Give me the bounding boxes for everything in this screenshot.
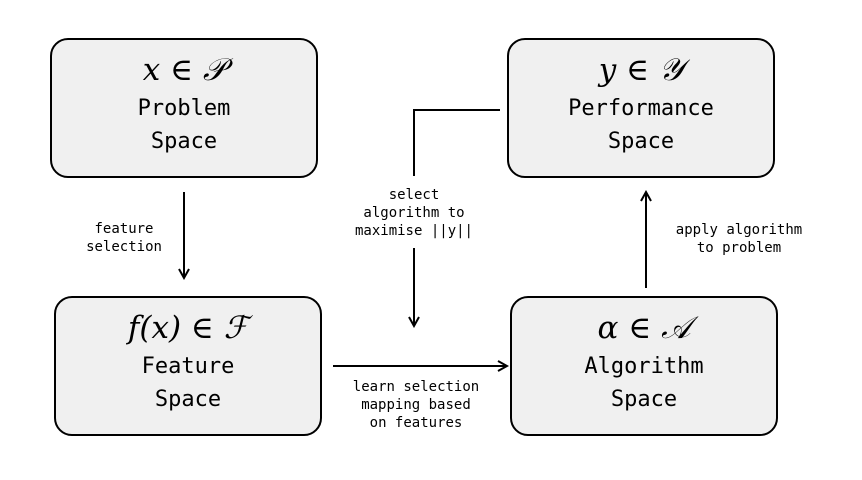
feature-space-label: Feature Space bbox=[141, 354, 235, 412]
feature-space-box: f(x) ∈ ℱ Feature Space bbox=[54, 296, 322, 436]
feature-selection-label: feature selection bbox=[86, 221, 162, 255]
algorithm-variable: α bbox=[597, 310, 619, 346]
feature-set-symbol: ℱ bbox=[223, 310, 249, 346]
learn-selection-label: learn selection mapping based on feature… bbox=[352, 379, 480, 431]
arrow-performance-to-selection-top bbox=[413, 109, 500, 176]
problem-set-symbol: 𝒫 bbox=[202, 52, 226, 88]
performance-set-symbol: 𝒴 bbox=[658, 52, 684, 88]
element-of-symbol: ∈ bbox=[170, 52, 194, 88]
performance-variable: y bbox=[598, 52, 617, 88]
element-of-symbol: ∈ bbox=[190, 310, 214, 346]
element-of-symbol: ∈ bbox=[628, 310, 652, 346]
algorithm-space-box: α ∈ 𝒜 Algorithm Space bbox=[510, 296, 778, 436]
performance-space-formula: y ∈ 𝒴 bbox=[509, 52, 773, 88]
performance-space-box: y ∈ 𝒴 Performance Space bbox=[507, 38, 775, 178]
algorithm-space-label: Algorithm Space bbox=[584, 354, 704, 412]
apply-algorithm-label: apply algorithm to problem bbox=[675, 222, 803, 256]
problem-space-label: Problem Space bbox=[137, 96, 231, 154]
algorithm-space-formula: α ∈ 𝒜 bbox=[512, 310, 776, 346]
algorithm-set-symbol: 𝒜 bbox=[661, 310, 691, 346]
element-of-symbol: ∈ bbox=[626, 52, 650, 88]
problem-space-box: x ∈ 𝒫 Problem Space bbox=[50, 38, 318, 178]
performance-space-label: Performance Space bbox=[568, 96, 714, 154]
problem-space-formula: x ∈ 𝒫 bbox=[52, 52, 316, 88]
feature-variable: f(x) bbox=[127, 310, 182, 346]
select-algorithm-label: select algorithm to maximise ||y|| bbox=[354, 187, 473, 239]
feature-space-formula: f(x) ∈ ℱ bbox=[56, 310, 320, 346]
problem-variable: x bbox=[142, 52, 161, 88]
